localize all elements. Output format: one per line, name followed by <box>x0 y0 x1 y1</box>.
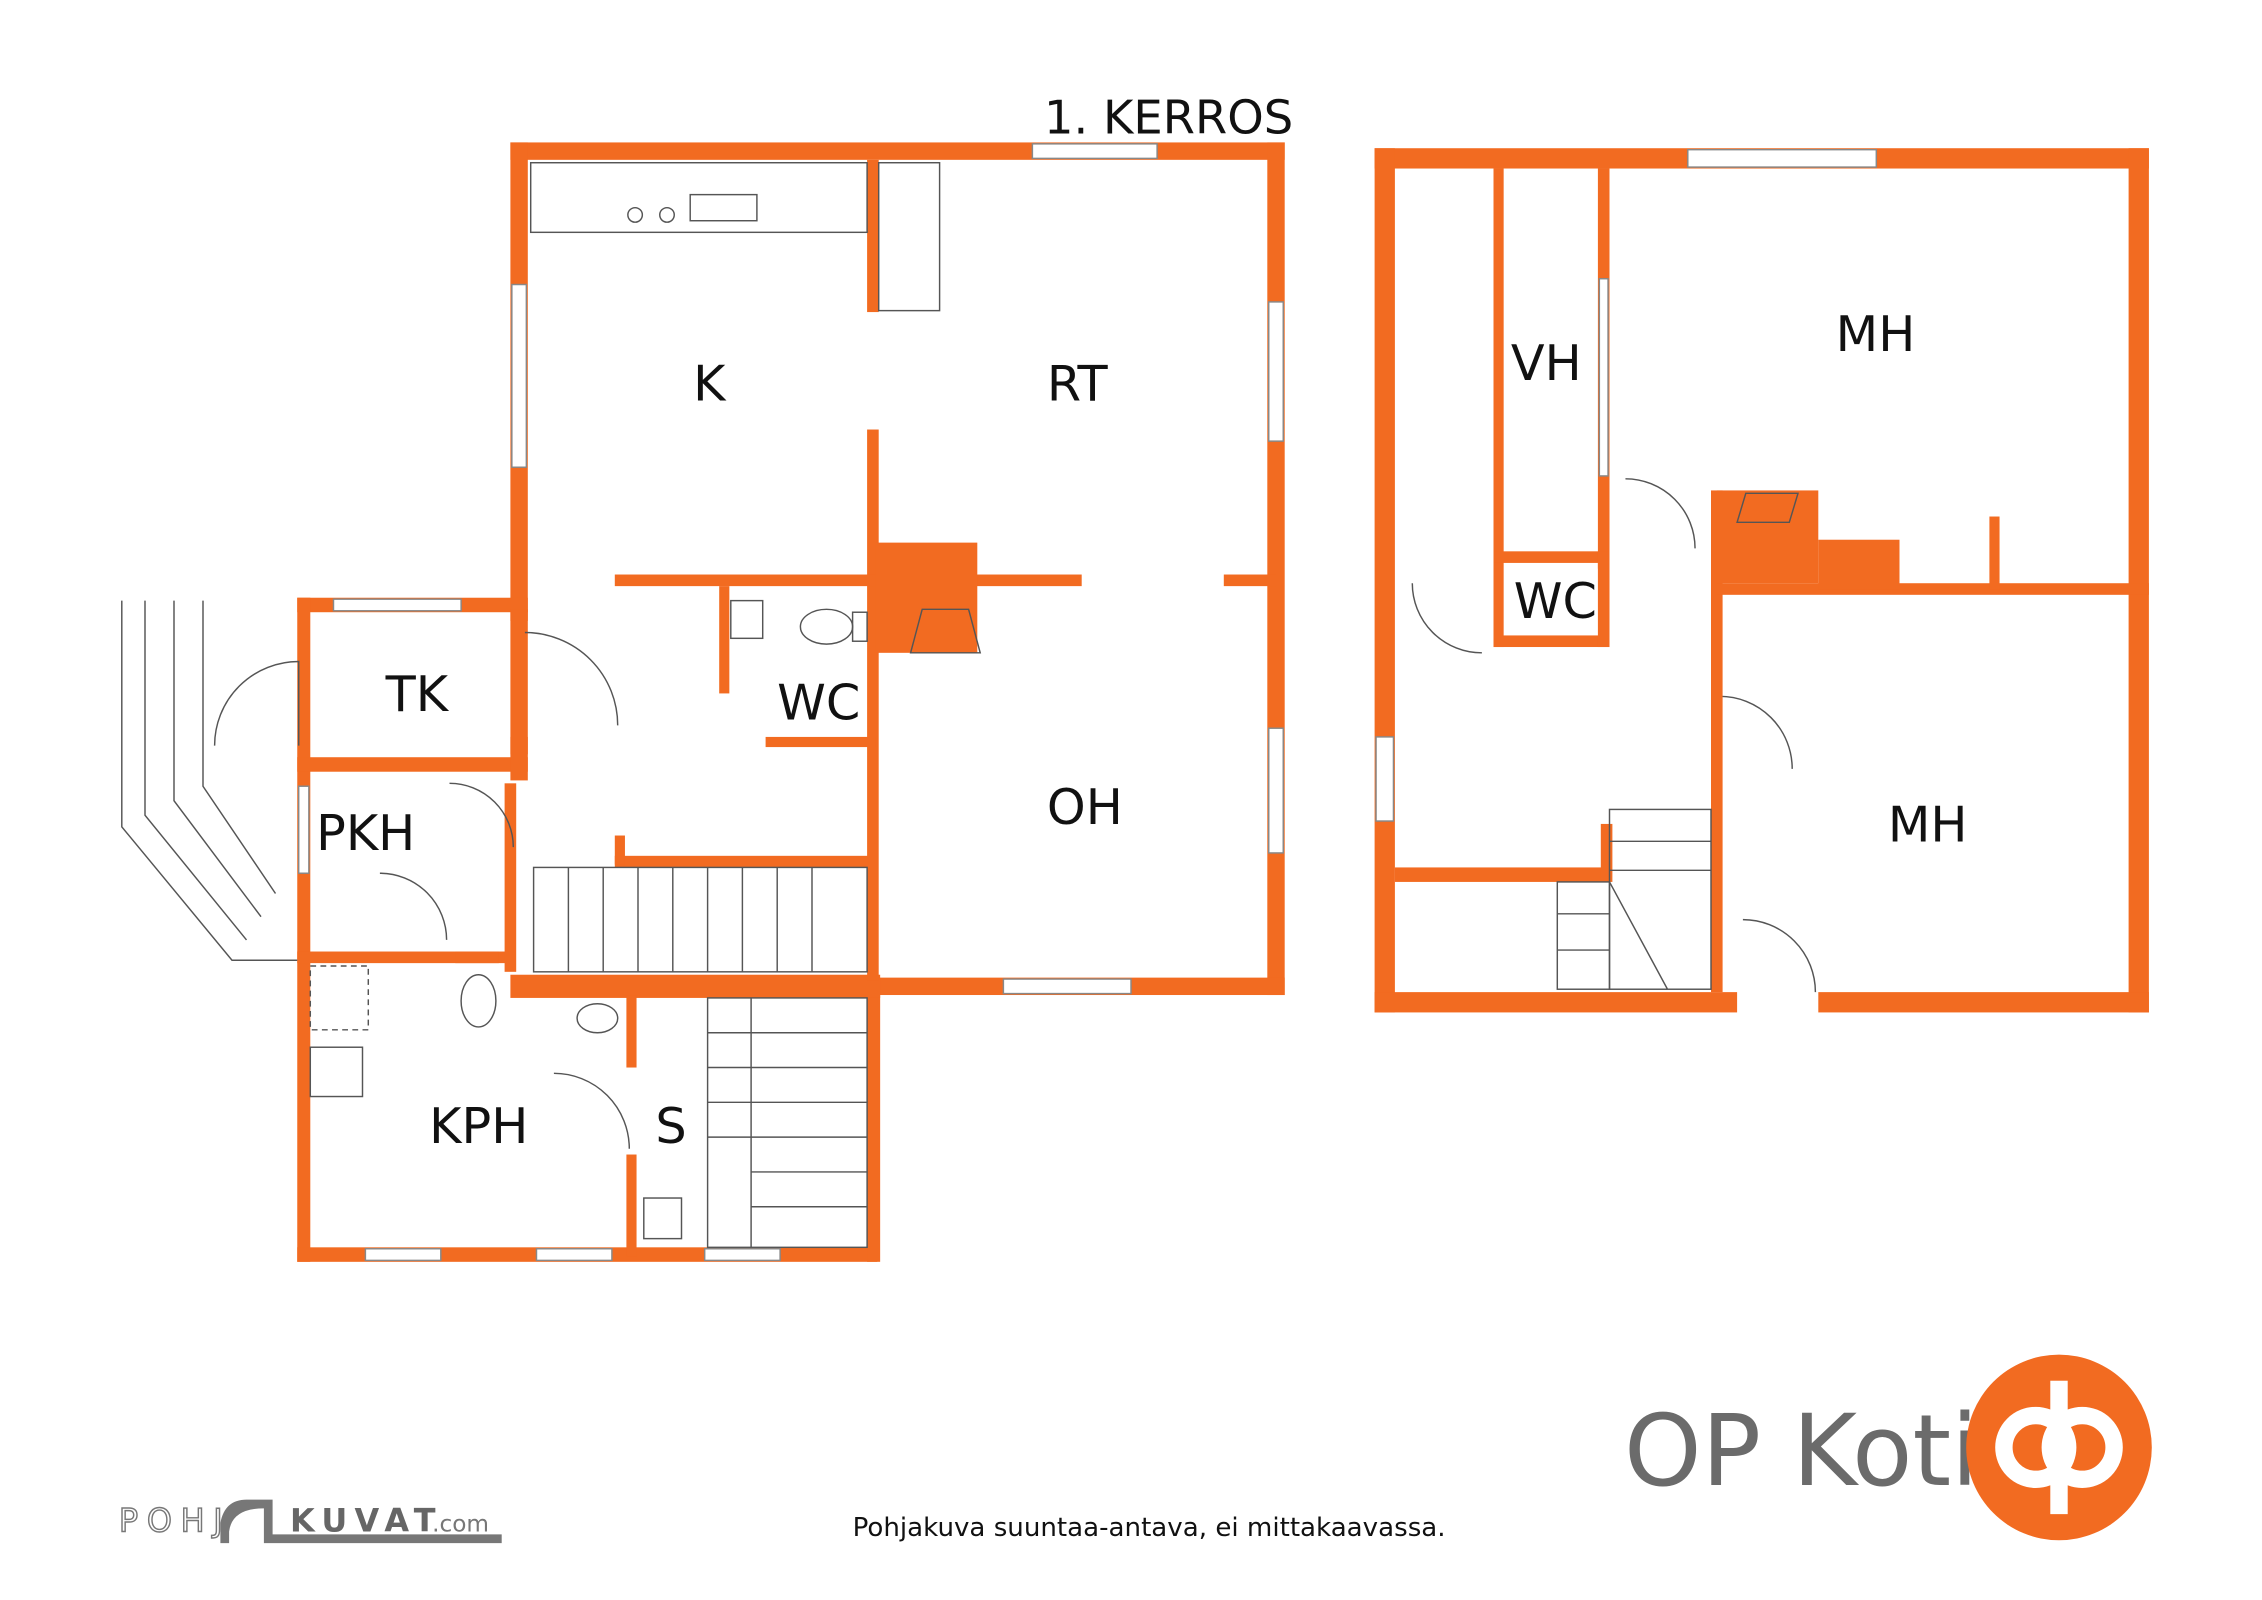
doors <box>213 478 1817 1149</box>
svg-text:.com: .com <box>432 1511 489 1538</box>
room-label-wc: WC <box>777 674 860 732</box>
svg-text:POHJ: POHJ <box>119 1502 232 1540</box>
fixtures <box>309 599 868 1240</box>
pohjakuvat-logo: POHJ KUVAT .com <box>118 1499 502 1544</box>
room-label-kph: KPH <box>429 1097 528 1155</box>
upper-floor-walls <box>1374 148 2149 1013</box>
svg-text:KUVAT: KUVAT <box>290 1502 443 1540</box>
windows <box>297 143 1284 1262</box>
disclaimer: Pohjakuva suuntaa-antava, ei mittakaavas… <box>853 1513 1446 1543</box>
room-label-k: K <box>693 355 727 413</box>
room-label-mh: MH <box>1836 305 1916 363</box>
room-label-tk: TK <box>385 665 450 723</box>
op-logo-icon <box>1966 1354 2152 1541</box>
kitchen-counter <box>529 162 941 312</box>
room-label-s: S <box>655 1097 686 1155</box>
floor-title: 1. KERROS <box>1044 91 1293 145</box>
room-label-pkh: PKH <box>316 804 415 862</box>
stairs <box>532 866 868 1249</box>
room-label-mh-2: MH <box>1888 795 1968 853</box>
room-label-rt: RT <box>1047 355 1109 413</box>
upper-stairs <box>1556 808 1712 990</box>
room-label-vh: VH <box>1511 334 1582 392</box>
room-label-oh: OH <box>1047 778 1123 836</box>
op-koti-text: OP Koti <box>1624 1394 1979 1509</box>
room-label-wc-upper: WC <box>1514 572 1597 630</box>
